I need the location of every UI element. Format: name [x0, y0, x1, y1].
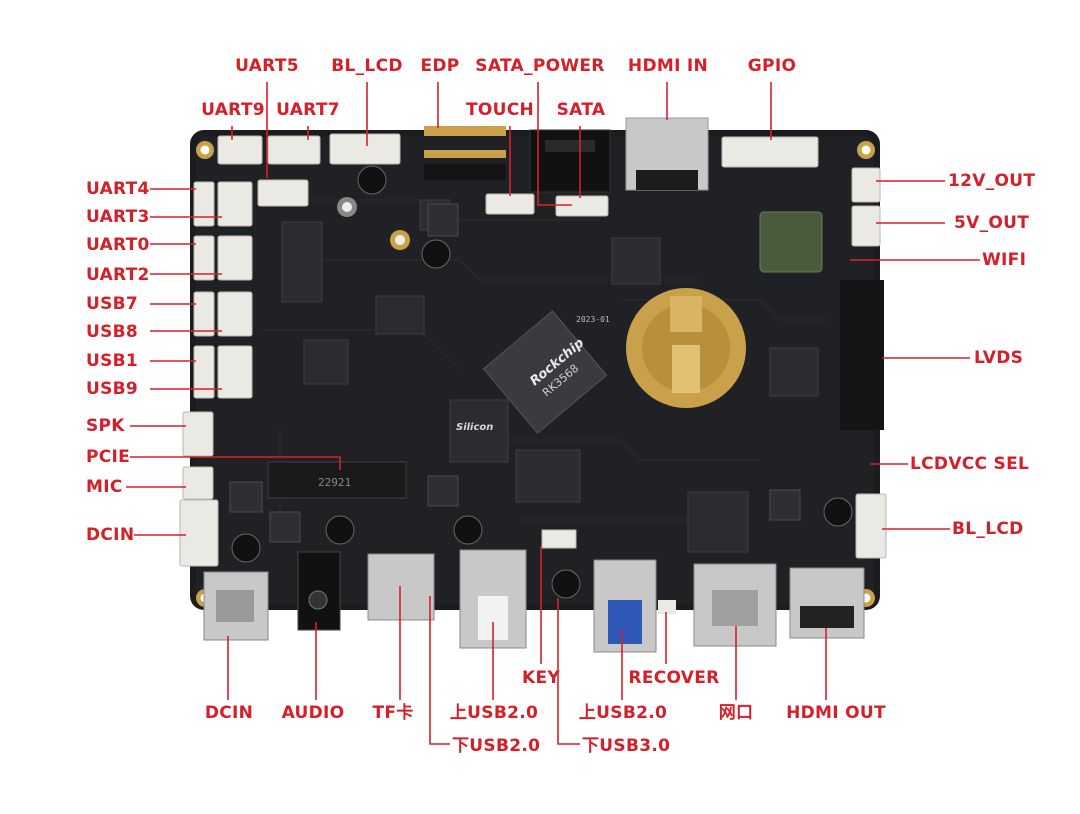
leader-lines: [126, 82, 980, 745]
label-dcin-bottom: DCIN: [204, 703, 254, 723]
key-button: [541, 529, 577, 549]
recover-button: [658, 600, 676, 614]
label-usb9: USB9: [86, 379, 139, 399]
board-code-text: 2023-01: [576, 315, 610, 324]
label-dcin-left: DCIN: [86, 525, 135, 545]
sata-connector: [529, 129, 611, 193]
pcie-slot: [267, 461, 407, 499]
label-audio: AUDIO: [281, 703, 345, 723]
label-wifi: WIFI: [982, 250, 1027, 270]
label-uart5: UART5: [235, 56, 299, 76]
left-connectors: [179, 181, 253, 567]
passives: [229, 203, 801, 543]
label-ethernet: 网口: [718, 703, 754, 723]
label-recover: RECOVER: [628, 668, 720, 688]
lvds-header: [840, 280, 884, 430]
label-lower-usb20: 下USB2.0: [452, 736, 541, 756]
edp-header: [424, 126, 506, 180]
label-uart3: UART3: [86, 207, 150, 227]
wifi-chip-brand: Silicon: [456, 422, 493, 433]
label-uart9: UART9: [201, 100, 265, 120]
label-tf-card: TF卡: [372, 703, 414, 723]
label-12v-out: 12V_OUT: [948, 171, 1036, 191]
label-uart0: UART0: [86, 235, 150, 255]
label-sata-power: SATA_POWER: [475, 56, 605, 76]
label-pcie: PCIE: [86, 447, 131, 467]
label-bl-lcd-top: BL_LCD: [331, 56, 403, 76]
label-usb1: USB1: [86, 351, 139, 371]
pcie-slot-code: 22921: [318, 476, 351, 489]
label-lower-usb30: 下USB3.0: [582, 736, 671, 756]
label-touch: TOUCH: [465, 100, 535, 120]
label-uart4: UART4: [86, 179, 150, 199]
label-spk: SPK: [86, 416, 125, 436]
label-lcdvcc-sel: LCDVCC SEL: [910, 454, 1030, 474]
label-usb7: USB7: [86, 294, 139, 314]
wifi-module: [759, 211, 823, 273]
top-connectors: [217, 133, 887, 559]
label-hdmi-out: HDMI OUT: [786, 703, 886, 723]
label-usb8: USB8: [86, 322, 139, 342]
soc-chip: [482, 310, 608, 434]
label-hdmi-in: HDMI IN: [627, 56, 709, 76]
label-upper-usb20-b: 上USB2.0: [578, 703, 668, 723]
label-bl-lcd-right: BL_LCD: [952, 519, 1024, 539]
label-mic: MIC: [86, 477, 123, 497]
label-uart7: UART7: [276, 100, 340, 120]
capacitors: [231, 165, 853, 599]
label-gpio: GPIO: [747, 56, 797, 76]
label-upper-usb20-a: 上USB2.0: [449, 703, 539, 723]
label-uart2: UART2: [86, 265, 150, 285]
label-sata: SATA: [556, 100, 606, 120]
label-5v-out: 5V_OUT: [954, 213, 1030, 233]
label-lvds: LVDS: [974, 348, 1024, 368]
tf-card-slot: [367, 553, 435, 621]
label-key: KEY: [522, 668, 560, 688]
label-edp: EDP: [420, 56, 460, 76]
